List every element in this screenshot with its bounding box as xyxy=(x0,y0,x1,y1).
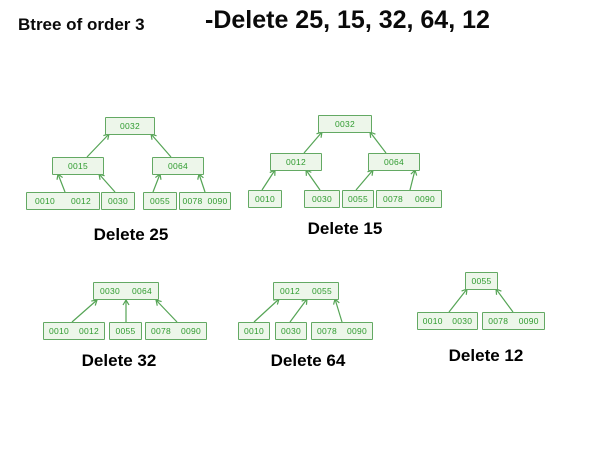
root-node: 0030 0064 xyxy=(93,282,159,300)
node-key: 0010 xyxy=(422,315,443,326)
internal-node: 0012 xyxy=(270,153,322,171)
node-key: 0090 xyxy=(207,195,228,206)
node-key: 0015 xyxy=(67,160,89,171)
node-key: 0030 xyxy=(107,195,129,206)
tree-edges xyxy=(56,133,206,193)
node-key: 0064 xyxy=(383,156,405,167)
node-key: 0010 xyxy=(48,325,70,336)
node-key: 0078 xyxy=(182,195,203,206)
tree-edges xyxy=(253,297,343,323)
node-key: 0078 xyxy=(150,325,172,336)
leaf-node: 0030 xyxy=(275,322,307,340)
node-key: 0032 xyxy=(119,120,141,131)
node-key: 0090 xyxy=(346,325,368,336)
node-key: 0030 xyxy=(311,193,333,204)
node-key: 0055 xyxy=(347,193,369,204)
leaf-node: 0078 0090 xyxy=(145,322,207,340)
leaf-node: 0010 0012 xyxy=(43,322,105,340)
leaf-node: 0055 xyxy=(143,192,177,210)
leaf-node: 0030 xyxy=(101,192,135,210)
node-key: 0064 xyxy=(167,160,189,171)
node-key: 0010 xyxy=(34,195,56,206)
node-key: 0078 xyxy=(382,193,404,204)
node-key: 0064 xyxy=(131,285,153,296)
leaf-node: 0055 xyxy=(342,190,374,208)
btree-after-delete-32: 0030 0064 0010 0012 0055 0078 0090 xyxy=(40,275,210,345)
slide-subtitle: Btree of order 3 xyxy=(18,15,145,34)
tree-edges xyxy=(71,298,178,323)
tree-caption: Delete 32 xyxy=(81,351,157,370)
node-key: 0030 xyxy=(280,325,302,336)
node-key: 0078 xyxy=(316,325,338,336)
tree-edges xyxy=(448,288,514,313)
leaf-node: 0055 xyxy=(109,322,142,340)
node-key: 0090 xyxy=(414,193,436,204)
node-key: 0030 xyxy=(99,285,121,296)
leaf-node: 0078 0090 xyxy=(179,192,231,210)
node-key: 0012 xyxy=(285,156,307,167)
node-key: 0090 xyxy=(180,325,202,336)
node-key: 0010 xyxy=(243,325,265,336)
internal-node: 0015 xyxy=(52,157,104,175)
leaf-node: 0078 0090 xyxy=(376,190,442,208)
node-key: 0055 xyxy=(471,275,492,286)
root-node: 0032 xyxy=(105,117,155,135)
node-key: 0055 xyxy=(149,195,171,206)
root-node: 0012 0055 xyxy=(273,282,339,300)
tree-edges xyxy=(261,131,418,191)
tree-caption: Delete 15 xyxy=(307,219,383,238)
internal-node: 0064 xyxy=(368,153,420,171)
node-key: 0010 xyxy=(254,193,276,204)
btree-after-delete-12: 0055 0010 0030 0078 0090 xyxy=(415,265,580,340)
btree-after-delete-64: 0012 0055 0010 0030 0078 0090 xyxy=(238,275,408,345)
leaf-node: 0078 0090 xyxy=(311,322,373,340)
leaf-node: 0010 xyxy=(238,322,270,340)
tree-caption: Delete 12 xyxy=(448,346,524,365)
node-key: 0012 xyxy=(78,325,100,336)
node-key: 0055 xyxy=(311,285,333,296)
node-key: 0032 xyxy=(334,118,356,129)
node-key: 0055 xyxy=(115,325,136,336)
leaf-node: 0078 0090 xyxy=(482,312,545,330)
root-node: 0055 xyxy=(465,272,498,290)
leaf-node: 0010 xyxy=(248,190,282,208)
internal-node: 0064 xyxy=(152,157,204,175)
node-key: 0078 xyxy=(488,315,509,326)
node-key: 0012 xyxy=(279,285,301,296)
node-key: 0012 xyxy=(70,195,92,206)
root-node: 0032 xyxy=(318,115,372,133)
leaf-node: 0030 xyxy=(304,190,340,208)
tree-caption: Delete 64 xyxy=(270,351,346,370)
btree-after-delete-25: 0032 0015 0064 0010 0012 0030 0055 0078 … xyxy=(25,112,235,212)
btree-after-delete-15: 0032 0012 0064 0010 0030 0055 0078 0090 xyxy=(248,110,448,210)
tree-caption: Delete 25 xyxy=(93,225,169,244)
leaf-node: 0010 0012 xyxy=(26,192,100,210)
node-key: 0030 xyxy=(452,315,473,326)
node-key: 0090 xyxy=(518,315,539,326)
slide-title: -Delete 25, 15, 32, 64, 12 xyxy=(205,6,490,34)
leaf-node: 0010 0030 xyxy=(417,312,478,330)
